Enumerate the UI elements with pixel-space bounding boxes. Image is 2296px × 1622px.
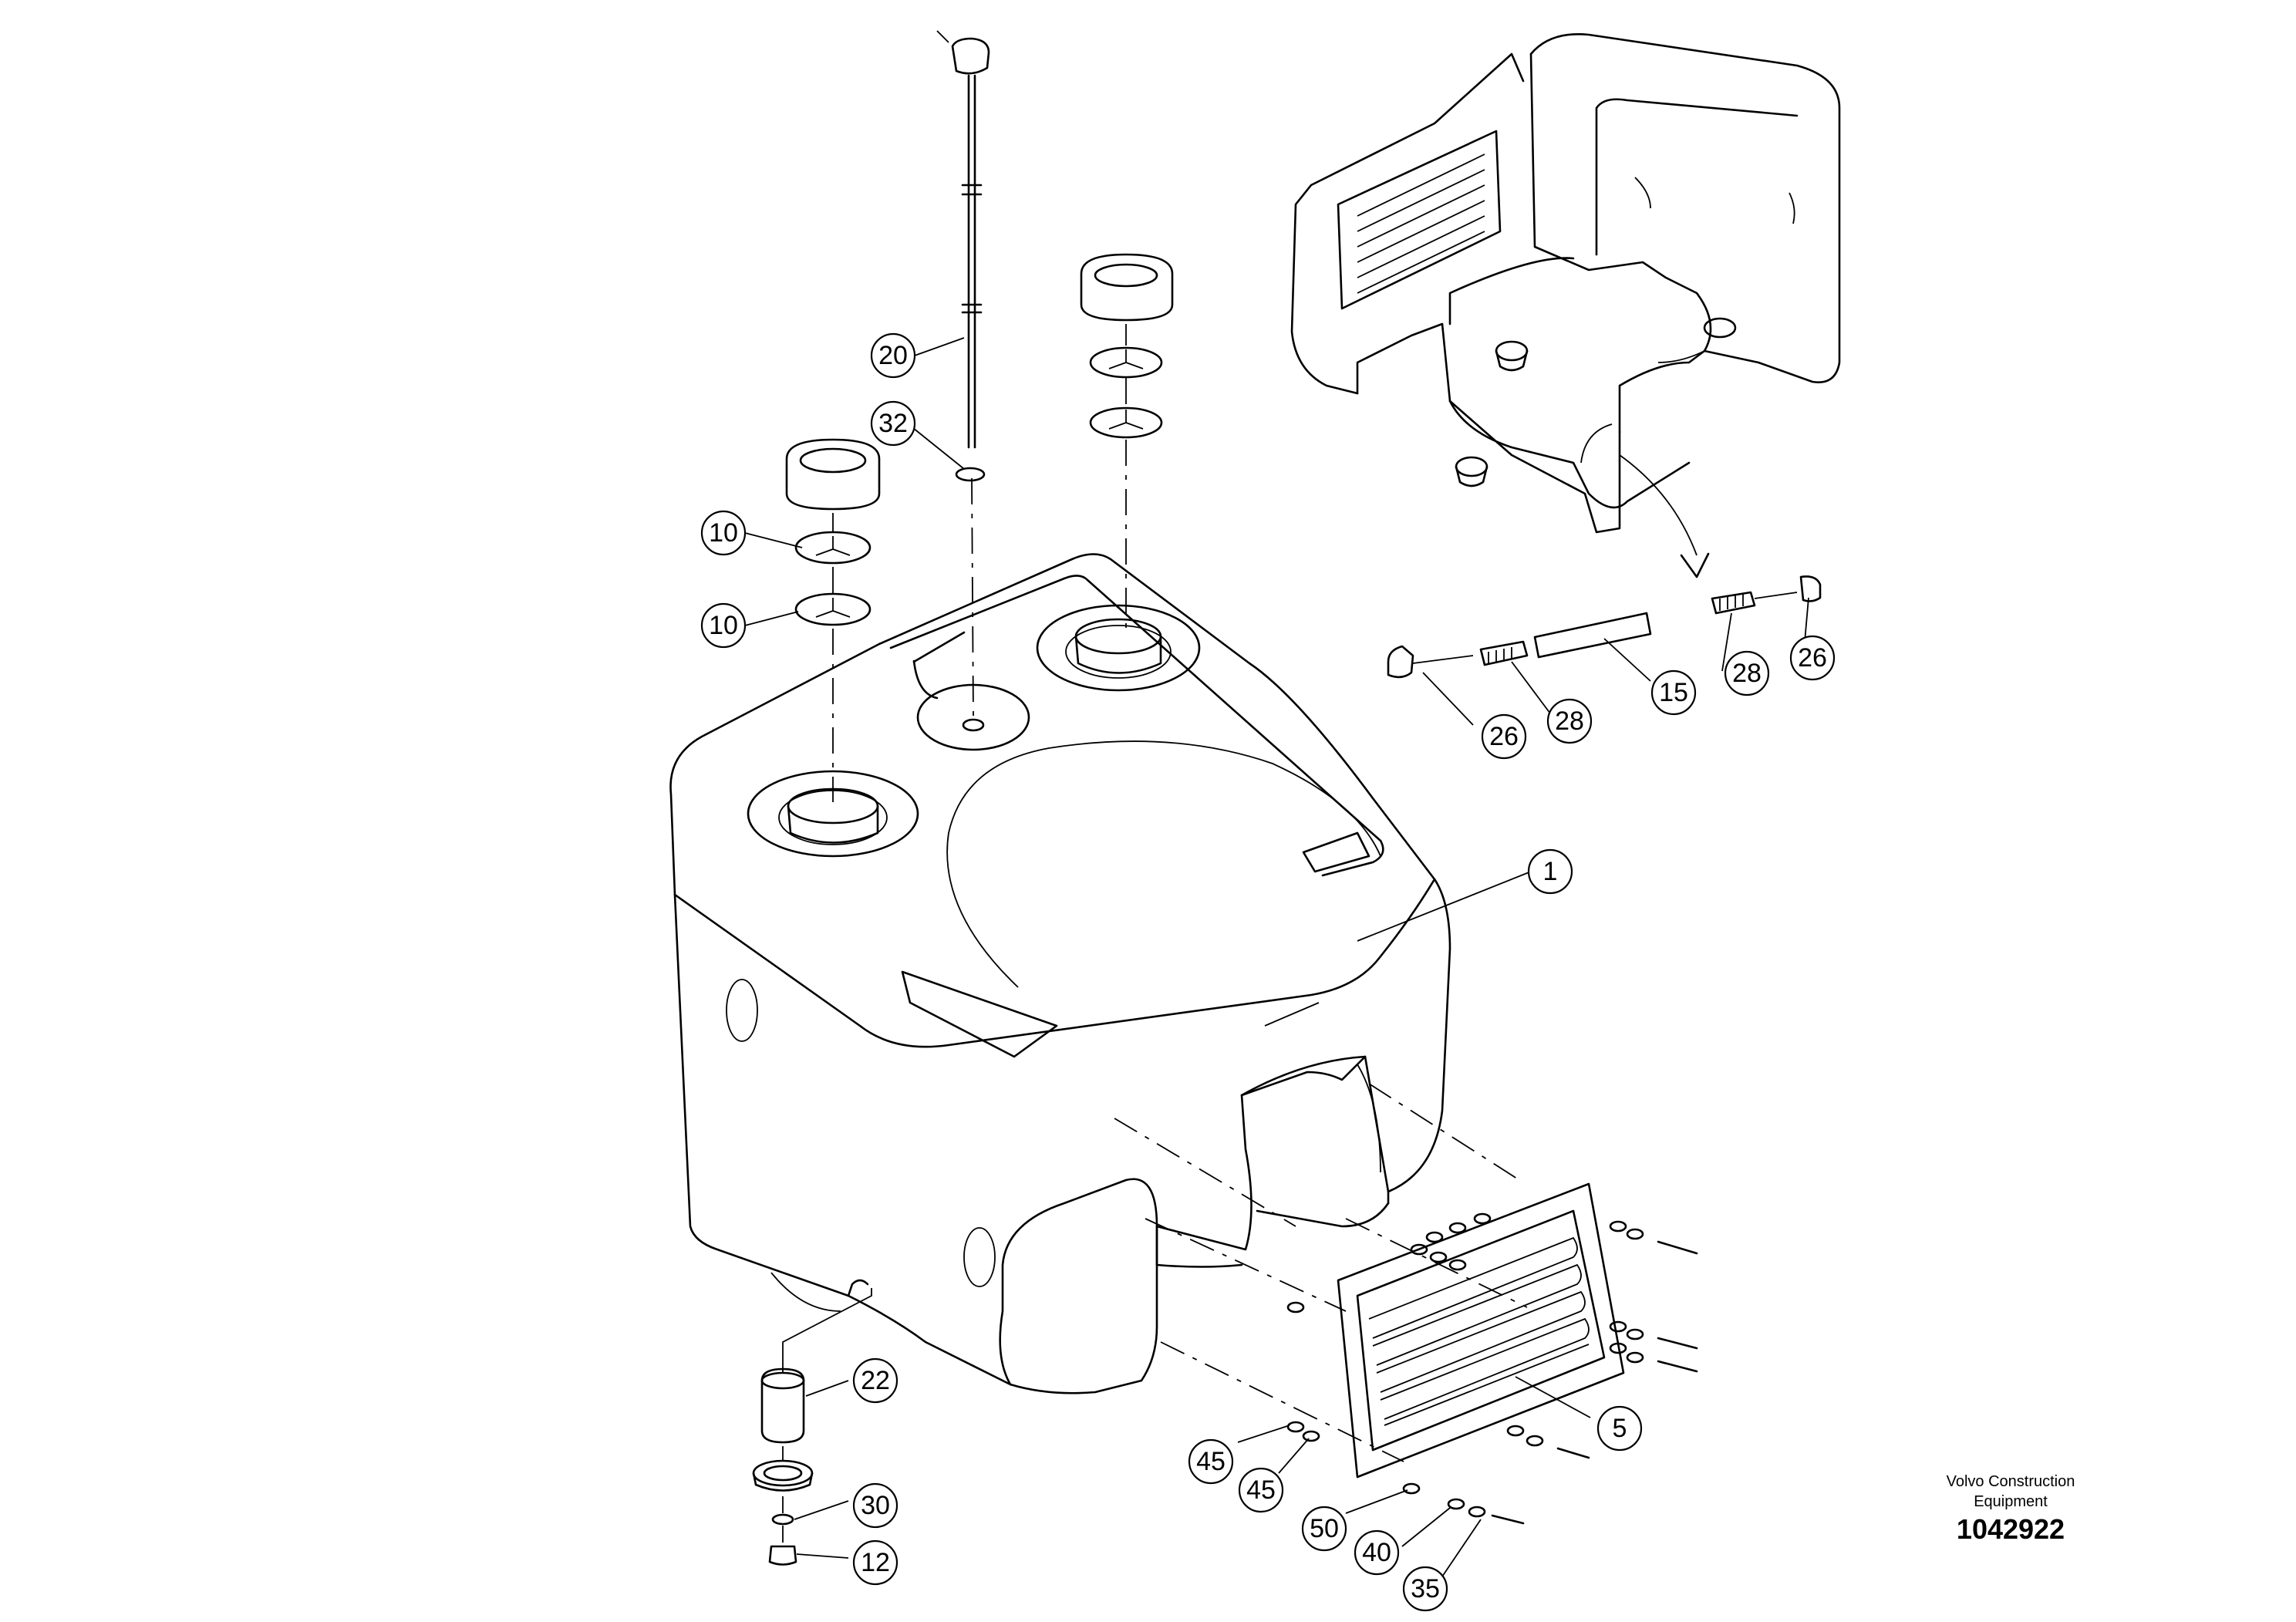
callout-22: 22: [852, 1357, 899, 1404]
callout-12: 12: [852, 1539, 899, 1586]
svg-text:5: 5: [1613, 1414, 1627, 1443]
hose-kit: [1387, 575, 1822, 679]
drain-assembly: [752, 1288, 872, 1566]
svg-text:26: 26: [1489, 722, 1519, 751]
callout-28-right: 28: [1724, 650, 1770, 696]
svg-text:22: 22: [861, 1366, 890, 1395]
assembled-hood-inset: [1290, 33, 1841, 578]
svg-text:1: 1: [1543, 857, 1558, 886]
callout-35: 35: [1402, 1566, 1448, 1612]
callout-15: 15: [1650, 669, 1697, 716]
svg-text:45: 45: [1196, 1447, 1226, 1476]
callout-26-left: 26: [1481, 713, 1527, 760]
grille: [1337, 1182, 1625, 1479]
svg-text:15: 15: [1659, 678, 1688, 707]
svg-text:32: 32: [878, 409, 908, 438]
svg-text:10: 10: [709, 518, 738, 548]
svg-text:20: 20: [878, 341, 908, 370]
document-number: 1042922: [1956, 1513, 2065, 1545]
callout-45-right: 45: [1238, 1467, 1284, 1513]
callout-10-upper: 10: [700, 510, 747, 556]
svg-text:40: 40: [1362, 1538, 1391, 1567]
callout-5: 5: [1596, 1405, 1643, 1452]
svg-text:30: 30: [861, 1491, 890, 1520]
callout-32: 32: [870, 400, 916, 447]
svg-text:45: 45: [1246, 1475, 1276, 1505]
level-sender: [936, 30, 990, 718]
callout-26-right: 26: [1789, 635, 1836, 681]
company-line-1: Volvo Construction: [1946, 1473, 2075, 1490]
svg-text:10: 10: [709, 611, 738, 640]
callout-45-left: 45: [1188, 1438, 1234, 1485]
right-cap-set: [1080, 253, 1174, 629]
callout-50: 50: [1301, 1506, 1347, 1552]
callout-40: 40: [1354, 1529, 1400, 1576]
svg-text:50: 50: [1310, 1514, 1339, 1543]
callout-20: 20: [870, 332, 916, 379]
callout-10-lower: 10: [700, 602, 747, 649]
tank-body: [669, 553, 1451, 1394]
leader-lines: [744, 337, 1809, 1580]
left-cap-set: [785, 438, 881, 802]
svg-text:26: 26: [1798, 643, 1827, 673]
svg-text:28: 28: [1555, 706, 1584, 736]
callout-1: 1: [1527, 848, 1573, 895]
company-credit: Volvo Construction Equipment: [1910, 1472, 2111, 1512]
fasteners: [1114, 1083, 1698, 1525]
callout-30: 30: [852, 1482, 899, 1529]
company-line-2: Equipment: [1974, 1493, 2048, 1510]
svg-text:28: 28: [1732, 659, 1762, 688]
svg-text:12: 12: [861, 1548, 890, 1577]
svg-text:35: 35: [1411, 1574, 1440, 1603]
callout-28-left: 28: [1546, 698, 1593, 744]
